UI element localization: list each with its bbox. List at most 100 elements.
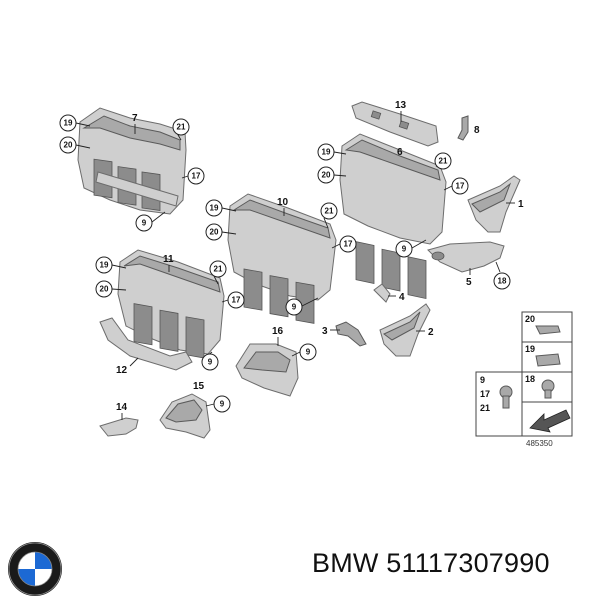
svg-text:11: 11 [163,254,174,265]
callout-21-b: 21 [434,152,452,170]
legend-fasteners: 20 19 18 9 17 21 [475,311,573,437]
svg-text:18: 18 [498,277,507,286]
svg-text:12: 12 [116,365,128,376]
callout-21-c: 21 [320,202,338,229]
callout-17-d: 17 [221,291,245,309]
part-8-clip [457,115,469,141]
callout-9-e: 9 [291,343,317,361]
callout-19-c: 19 [205,199,237,217]
svg-text:20: 20 [100,285,109,294]
svg-text:17: 17 [344,240,353,249]
part-13-bracket [351,101,439,147]
callout-17-b: 17 [443,177,469,195]
callout-19-a: 19 [59,114,91,132]
svg-text:17: 17 [480,389,490,399]
svg-text:9: 9 [402,245,407,254]
bmw-logo [8,542,62,596]
part-11-shroud [117,249,225,359]
svg-text:21: 21 [214,265,223,274]
svg-text:9: 9 [306,348,311,357]
callout-12: 12 [116,357,139,376]
callout-1: 1 [506,199,524,210]
svg-text:21: 21 [439,157,448,166]
part-12-bar [99,317,193,371]
callout-20-c: 20 [205,223,237,241]
svg-text:2: 2 [428,327,434,338]
svg-text:3: 3 [322,326,328,337]
callout-13: 13 [395,100,407,122]
callout-21-d: 21 [209,260,227,285]
svg-text:19: 19 [525,344,535,354]
part-5-duct [427,241,505,273]
svg-text:17: 17 [192,172,201,181]
callout-14: 14 [116,402,128,420]
svg-text:8: 8 [474,125,480,136]
svg-text:21: 21 [325,207,334,216]
svg-text:20: 20 [64,141,73,150]
callout-9-c: 9 [285,297,319,316]
callout-18-a: 18 [493,261,511,290]
svg-text:9: 9 [292,303,297,312]
callout-9-f: 9 [205,395,231,413]
callout-6: 6 [397,147,403,158]
svg-text:20: 20 [322,171,331,180]
part-number-caption: BMW 51117307990 [312,548,550,578]
callout-15: 15 [193,381,205,392]
part-2-duct [379,303,431,357]
callout-9-d: 9 [201,351,219,371]
svg-text:19: 19 [64,119,73,128]
callout-20-a: 20 [59,136,91,154]
callout-9-b: 9 [395,239,427,258]
svg-text:6: 6 [397,147,403,158]
part-14-bracket [99,417,139,437]
callout-8: 8 [474,125,480,136]
part-6-shroud [339,133,447,300]
svg-text:17: 17 [232,296,241,305]
svg-text:9: 9 [480,375,485,385]
callout-11: 11 [163,254,174,272]
part-4-clip [373,283,391,303]
svg-text:17: 17 [456,182,465,191]
svg-text:9: 9 [142,219,147,228]
svg-text:19: 19 [210,204,219,213]
part-15-duct [159,393,211,439]
svg-text:4: 4 [399,292,405,303]
svg-text:20: 20 [525,314,535,324]
part-3-clip [335,321,367,347]
part-1-duct [467,175,521,233]
callout-17-c: 17 [331,235,357,253]
callout-21-a: 21 [172,118,190,141]
part-16-duct [235,343,299,397]
callout-20-d: 20 [95,280,127,298]
svg-text:9: 9 [208,358,213,367]
svg-text:21: 21 [177,123,186,132]
svg-text:14: 14 [116,402,128,413]
svg-text:19: 19 [322,148,331,157]
callout-4: 4 [388,292,405,303]
diagram-id: 485350 [526,439,553,448]
svg-text:20: 20 [210,228,219,237]
svg-text:9: 9 [220,400,225,409]
svg-text:1: 1 [518,199,524,210]
callout-5: 5 [466,268,472,288]
svg-text:18: 18 [525,374,535,384]
svg-text:19: 19 [100,261,109,270]
part-10-shroud [227,193,337,324]
callout-2: 2 [416,327,434,338]
callout-9-a: 9 [135,211,166,232]
svg-text:16: 16 [272,326,284,337]
svg-text:7: 7 [132,113,138,124]
svg-text:5: 5 [466,277,472,288]
callout-7: 7 [132,113,138,134]
svg-text:13: 13 [395,100,407,111]
svg-text:15: 15 [193,381,205,392]
callout-16: 16 [272,326,284,346]
callout-19-d: 19 [95,256,127,274]
callout-3: 3 [322,326,340,337]
callout-10: 10 [277,197,289,216]
part-7-shroud [77,107,187,215]
callout-20-b: 20 [317,166,347,184]
callout-17-a: 17 [181,167,205,185]
svg-text:10: 10 [277,197,289,208]
